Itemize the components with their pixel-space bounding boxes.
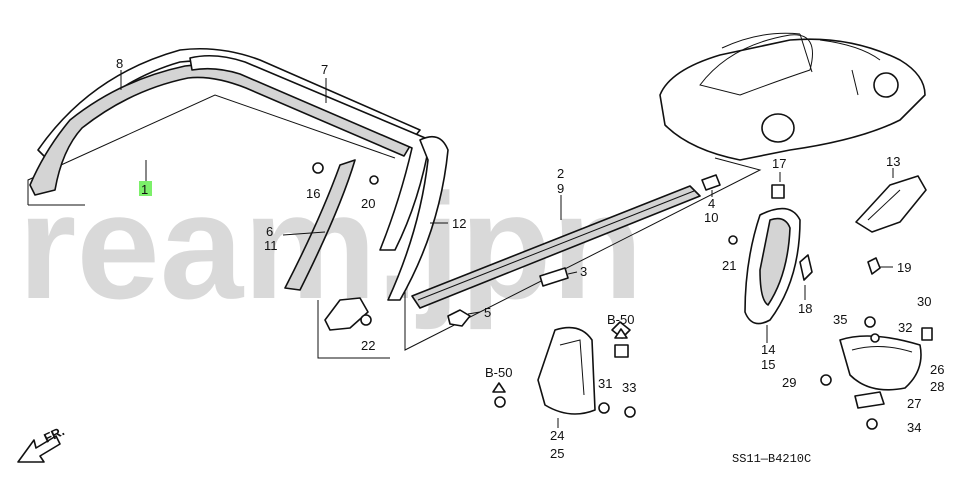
callout-22: 22 (361, 338, 375, 353)
screw-b50-icon (494, 396, 506, 408)
callout-34: 34 (907, 420, 921, 435)
bracket-group (820, 175, 933, 430)
part-6-11-molding (284, 159, 356, 291)
callout-27: 27 (907, 396, 921, 411)
part-2-9-molding (411, 185, 701, 309)
callout-17: 17 (772, 156, 786, 171)
part-18-clip (799, 254, 813, 281)
arrow-up-icon (614, 328, 628, 339)
callout-5: 5 (484, 305, 491, 320)
callout-3: 3 (580, 264, 587, 279)
ref-b50-left: B-50 (485, 365, 512, 380)
part-5-fastener (447, 309, 471, 327)
reference-tags: B-50 B-50 (485, 312, 634, 393)
callout-21: 21 (722, 258, 736, 273)
vehicle-thumbnail (659, 32, 926, 161)
part-26-28-splash (839, 335, 922, 391)
screw-33-icon (624, 406, 636, 418)
mudguard-group (494, 321, 636, 418)
clip-32-icon (870, 333, 880, 343)
callout-33: 33 (622, 380, 636, 395)
part-3-clip (539, 267, 569, 287)
callout-30: 30 (917, 294, 931, 309)
callout-28: 28 (930, 379, 944, 394)
part-13-bracket (855, 175, 927, 233)
callout-8: 8 (116, 56, 123, 71)
callout-6: 6 (266, 224, 273, 239)
arrow-up-icon (492, 382, 506, 393)
callout-20: 20 (361, 196, 375, 211)
pillar-bracket (324, 297, 369, 331)
diagram-code: SS11—B4210C (732, 452, 811, 466)
callout-18: 18 (798, 301, 812, 316)
callout-24: 24 (550, 428, 564, 443)
callout-1-highlight (139, 181, 152, 196)
callout-4: 4 (708, 196, 715, 211)
clip-30-icon (921, 327, 933, 341)
callout-32: 32 (898, 320, 912, 335)
part-17-clip (771, 184, 785, 199)
callout-35: 35 (833, 312, 847, 327)
clip-22-icon (360, 314, 372, 326)
part-7-molding (189, 54, 431, 251)
clip-16-icon (312, 162, 324, 174)
callout-16: 16 (306, 186, 320, 201)
front-arrow-icon (17, 435, 61, 463)
front-direction-indicator: FR. (17, 423, 67, 463)
part-12-molding (387, 135, 449, 301)
side-garnish-group (728, 184, 813, 325)
callout-15: 15 (761, 357, 775, 372)
callout-labels: 8 1 7 16 20 6 11 12 22 2 9 3 5 4 10 17 2… (116, 56, 944, 461)
callout-25: 25 (550, 446, 564, 461)
clip-icon (614, 344, 629, 358)
callout-11: 11 (264, 238, 278, 253)
screw-20-icon (369, 175, 379, 185)
callout-7: 7 (321, 62, 328, 77)
leader-lines (120, 70, 894, 428)
part-19-clip (867, 257, 881, 275)
roof-molding-group (27, 47, 449, 359)
part-4-10-cap (701, 174, 721, 191)
callout-13: 13 (886, 154, 900, 169)
callout-19: 19 (897, 260, 911, 275)
callout-14: 14 (761, 342, 775, 357)
callout-29: 29 (782, 375, 796, 390)
callout-9: 9 (557, 181, 564, 196)
clip-31-icon (598, 402, 610, 414)
callout-31: 31 (598, 376, 612, 391)
callout-2: 2 (557, 166, 564, 181)
screw-29-icon (820, 374, 832, 386)
clip-35-icon (864, 316, 876, 328)
callout-12: 12 (452, 216, 466, 231)
clip-34-icon (866, 418, 878, 430)
part-27-plate (854, 391, 885, 409)
part-24-25-mudguard (537, 326, 596, 415)
door-molding-group (404, 157, 762, 351)
callout-26: 26 (930, 362, 944, 377)
callout-10: 10 (704, 210, 718, 225)
front-label: FR. (41, 423, 66, 445)
group-frame-1 (27, 94, 396, 205)
ref-b50-right: B-50 (607, 312, 634, 327)
screw-21-icon (728, 235, 738, 245)
callout-1[interactable]: 1 (141, 182, 148, 197)
